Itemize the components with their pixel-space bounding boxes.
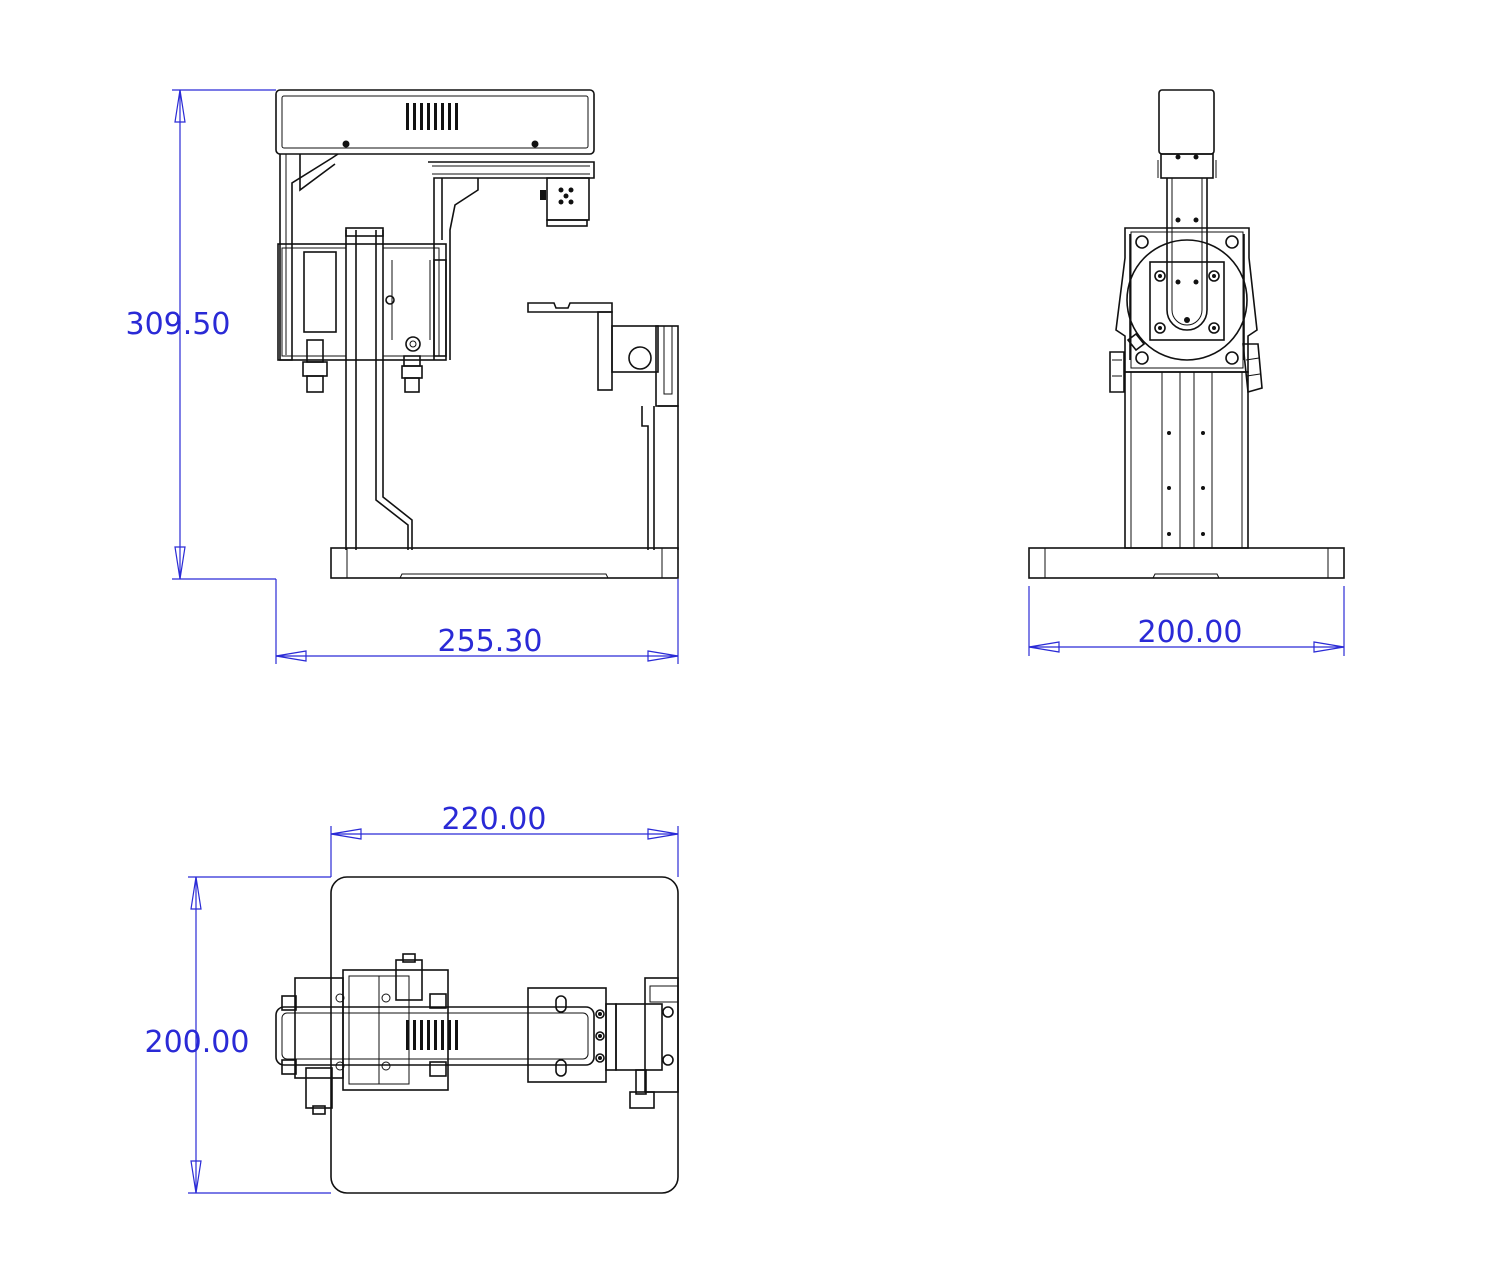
front-width-dimension-label: 255.30 (438, 624, 543, 659)
dimension-front-width (275, 579, 679, 664)
dimension-top-depth (188, 876, 331, 1194)
side-view (1028, 89, 1345, 579)
top-depth-dimension-label: 200.00 (145, 1025, 250, 1060)
dimension-top-width (330, 826, 679, 877)
height-dimension-label: 309.50 (126, 307, 231, 342)
front-view (275, 89, 679, 579)
top-width-dimension-label: 220.00 (442, 802, 547, 837)
vent-slots (406, 103, 458, 130)
top-vent-slots (406, 1020, 458, 1050)
side-width-dimension-label: 200.00 (1138, 615, 1243, 650)
dimension-side-width (1028, 586, 1345, 656)
top-view (275, 876, 679, 1194)
dimension-height (172, 89, 276, 580)
